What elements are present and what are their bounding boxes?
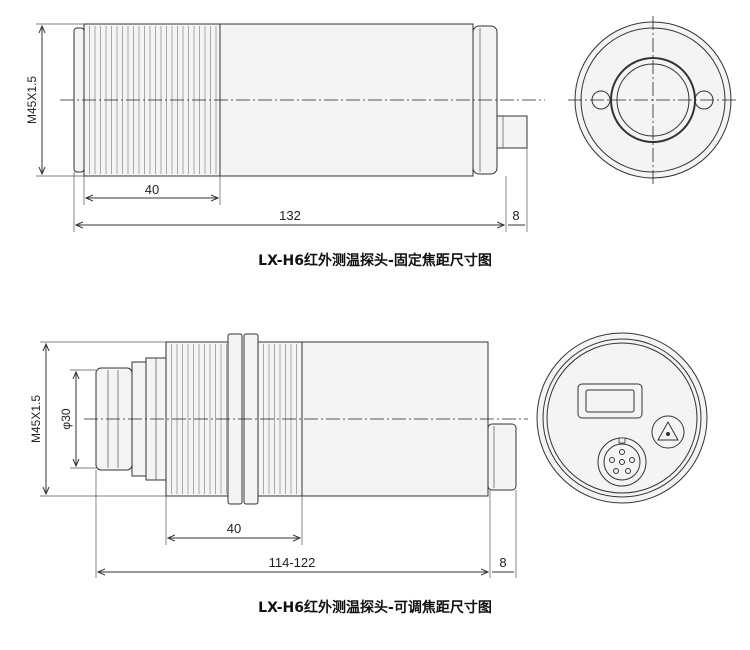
connector-socket-icon — [597, 437, 647, 487]
figure2-dim-total: 114-122 — [269, 555, 316, 570]
figure1-dim-total: 132 — [279, 208, 301, 223]
figure2-dim-thread-length: 40 — [227, 521, 241, 536]
figure2-dimensions: M45X1.5 φ30 40 114-122 8 — [29, 341, 517, 578]
figure2-end-view — [536, 332, 708, 504]
figure1-dim-thread: M45X1.5 — [25, 76, 39, 124]
figure1-dim-connector: 8 — [512, 208, 519, 223]
figure1-dimensions: M45X1.5 40 132 8 — [25, 23, 528, 232]
figure1-caption: LX-H6红外测温探头-固定焦距尺寸图 — [258, 252, 492, 269]
figure1-end-view — [568, 16, 738, 184]
figure2-dim-diameter: φ30 — [59, 408, 73, 429]
figure2-dim-connector: 8 — [499, 555, 506, 570]
figure1-dim-thread-length: 40 — [145, 182, 159, 197]
figure2-dim-thread: M45X1.5 — [29, 395, 43, 443]
figure2-caption: LX-H6红外测温探头-可调焦距尺寸图 — [258, 599, 492, 616]
figure1-side-view — [60, 23, 545, 177]
figure2-side-view — [84, 333, 528, 505]
